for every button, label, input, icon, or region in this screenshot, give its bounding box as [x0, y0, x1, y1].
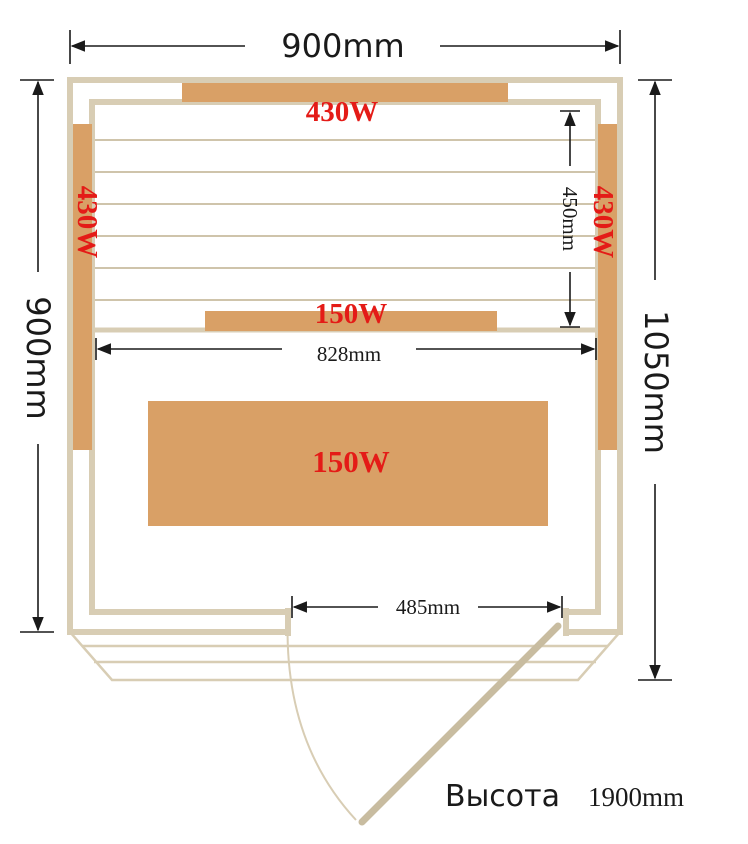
label-floor-panel-watt: 150W: [312, 444, 390, 479]
dim-door-width: 485mm: [396, 595, 460, 619]
height-label: Высота: [445, 779, 560, 814]
dim-outer-width: 900mm: [281, 27, 404, 65]
door: [286, 611, 562, 826]
bench-slats: [95, 139, 595, 301]
dim-outer-depth-left: 900mm: [19, 296, 57, 419]
label-left-panel-watt: 430W: [71, 186, 103, 259]
height-value: 1900mm: [588, 782, 684, 812]
door-leaf: [358, 622, 562, 826]
label-bench-panel-watt: 150W: [315, 298, 388, 330]
heater-floor-panel: [148, 401, 548, 526]
outer-wall: [67, 77, 623, 635]
wattage-labels: 430W 430W 430W 150W 150W: [71, 96, 619, 479]
label-back-panel-watt: 430W: [306, 96, 379, 128]
heater-right-panel: [598, 124, 617, 450]
dimension-lines: [20, 30, 672, 681]
dim-outer-depth-right: 1050mm: [637, 310, 675, 454]
dimension-labels: 900mm 900mm 1050mm 828mm 450mm 485mm: [19, 27, 675, 619]
dim-inner-width: 828mm: [317, 342, 381, 366]
dim-bench-depth: 450mm: [558, 187, 582, 251]
heater-left-panel: [73, 124, 92, 450]
door-swing-arc: [286, 611, 357, 821]
heater-back-panel: [182, 83, 508, 102]
label-right-panel-watt: 430W: [587, 186, 619, 259]
height-note: Высота 1900mm: [445, 779, 684, 814]
heater-bench-panel: [205, 311, 497, 331]
front-trim: [69, 631, 621, 682]
heater-panels: [73, 83, 617, 526]
